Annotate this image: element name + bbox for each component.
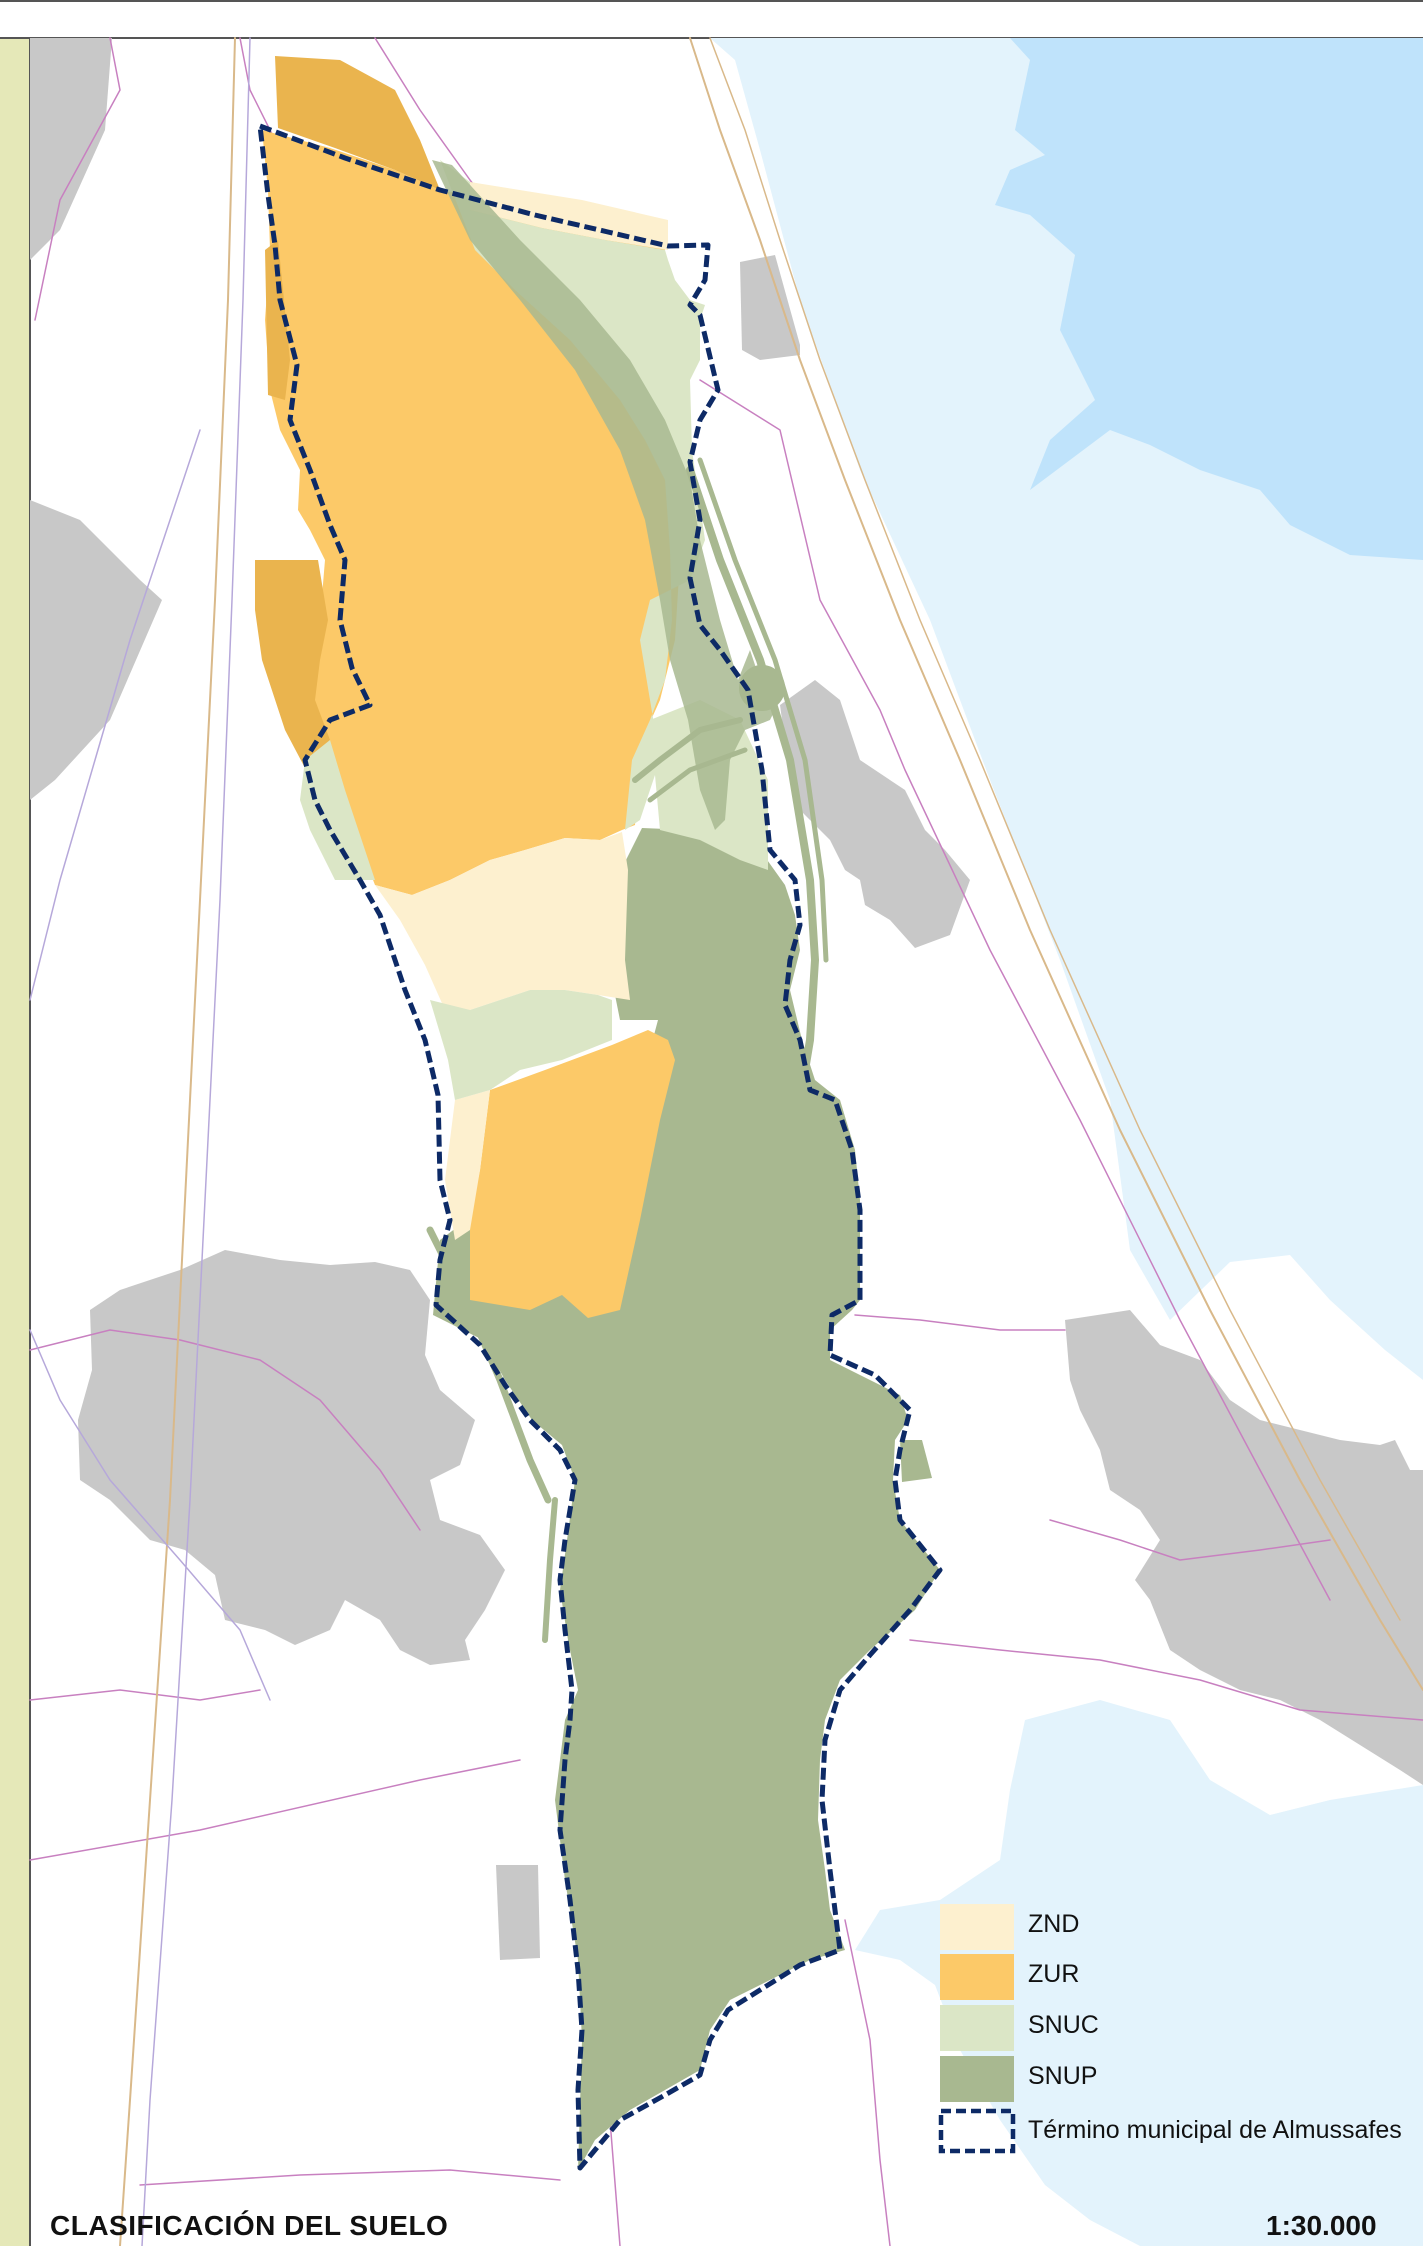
legend-label-boundary: Término municipal de Almussafes	[1028, 2116, 1402, 2144]
legend-swatch-zur	[940, 1954, 1014, 2000]
snup-small-patch	[900, 1440, 932, 1482]
zur-dark-edge	[265, 240, 290, 400]
municipal-boundary[interactable]	[257, 123, 943, 2171]
lake-deep-water	[995, 38, 1423, 560]
zur-dark-north	[275, 56, 440, 190]
legend-swatch-snuc	[940, 2005, 1014, 2051]
map-scale: 1:30.000	[1266, 2210, 1377, 2241]
lower-water-area	[855, 1700, 1423, 2246]
map-title: CLASIFICACIÓN DEL SUELO	[50, 2210, 449, 2241]
legend-label-snup: SNUP	[1028, 2062, 1098, 2090]
legend-swatch-boundary	[938, 2108, 1016, 2154]
legend-label-snuc: SNUC	[1028, 2011, 1099, 2039]
legend-swatch-znd	[940, 1904, 1014, 1950]
urban-areas	[30, 38, 1423, 1960]
legend-label-zur: ZUR	[1028, 1960, 1080, 1988]
zur-dark-west	[255, 560, 330, 768]
snuc-road-corridor	[432, 160, 780, 830]
left-edge-strip	[0, 38, 30, 2246]
legend-label-znd: ZND	[1028, 1910, 1080, 1938]
legend-swatch-snup	[940, 2056, 1014, 2102]
snuc-zone-middle	[430, 990, 612, 1100]
znd-zone-south	[445, 1090, 490, 1240]
snuc-zone-northeast	[440, 160, 705, 830]
znd-zone-middle	[375, 832, 630, 1010]
zur-zone-lower	[470, 1030, 675, 1318]
snuc-zone-west	[300, 740, 375, 880]
